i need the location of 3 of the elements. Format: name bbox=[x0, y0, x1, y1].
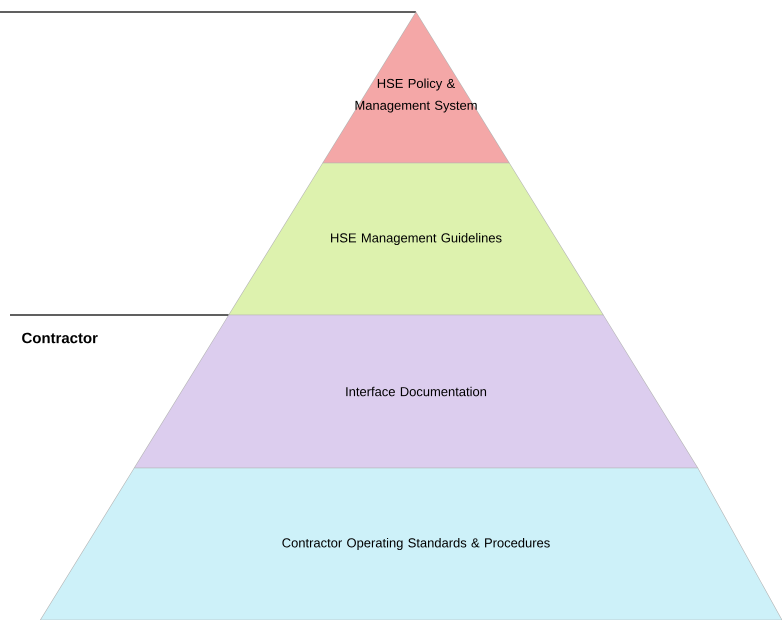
pyramid-level: Interface Documentation bbox=[134, 314, 698, 468]
pyramid-level: HSE Management Guidelines bbox=[228, 162, 604, 316]
section-label: Contractor bbox=[22, 332, 98, 344]
